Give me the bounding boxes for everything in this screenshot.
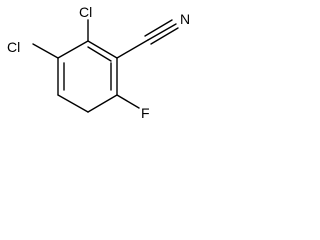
ring-bond-c6-c1 xyxy=(57,40,89,59)
ring-inner-double-bond-top xyxy=(87,46,112,62)
fluorine-label: F xyxy=(141,105,150,121)
nitrile-bond-line-2 xyxy=(144,19,173,37)
nitrile-bond-line-1 xyxy=(147,23,177,41)
bond-to-fluorine xyxy=(116,94,140,109)
nitrile-triple-bond xyxy=(144,19,179,45)
nitrile-nitrogen-label: N xyxy=(180,11,190,27)
bond-to-nitrile-carbon xyxy=(116,39,149,59)
chlorine-left-label: Cl xyxy=(7,39,20,55)
ring-bond-c1-c2 xyxy=(87,40,118,59)
chlorine-top-label: Cl xyxy=(79,4,92,20)
ring-bond-c3-c4 xyxy=(87,94,118,113)
benzene-ring xyxy=(57,40,118,113)
molecule-structure: Cl Cl N F xyxy=(7,4,190,121)
ring-bond-c4-c5 xyxy=(57,94,89,113)
bond-to-cl-left xyxy=(32,43,59,59)
substituent-bonds xyxy=(32,19,149,109)
nitrile-bond-line-3 xyxy=(150,27,179,45)
